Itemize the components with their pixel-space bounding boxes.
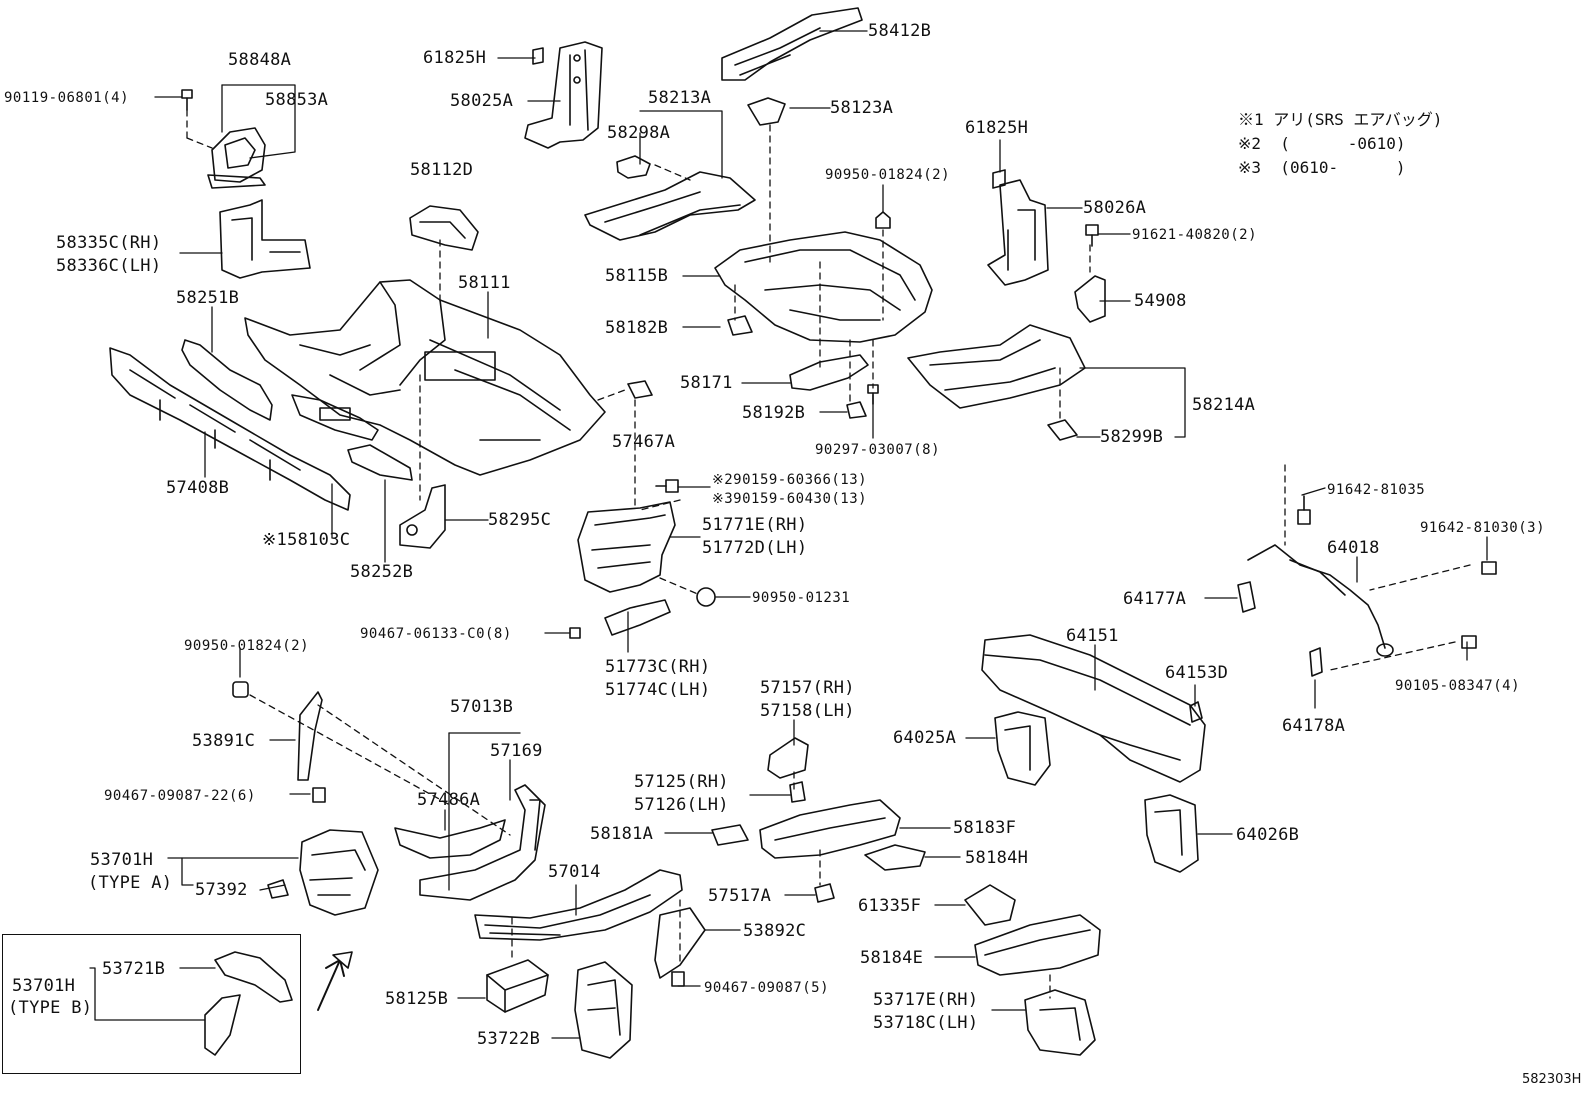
label-58182B: 58182B — [605, 318, 669, 338]
type-b-inset-box — [2, 934, 301, 1074]
dashed-connectors — [186, 109, 1471, 999]
drawing-code: 582303H — [1522, 1072, 1582, 1087]
label-57467A: 57467A — [612, 432, 676, 452]
label-57408B: 57408B — [166, 478, 230, 498]
label-58214A: 58214A — [1192, 395, 1256, 415]
label-58295C: 58295C — [488, 510, 552, 530]
label-91642-81035: 91642-81035 — [1327, 482, 1426, 498]
label-58335C: 58335C(RH) — [56, 233, 162, 253]
label-53892C: 53892C — [743, 921, 807, 941]
label-64178A: 64178A — [1282, 716, 1346, 736]
label-58848A: 58848A — [228, 50, 292, 70]
label-90159-60430: ※390159-60430(13) — [712, 491, 868, 507]
label-57517A: 57517A — [708, 886, 772, 906]
label-58123A: 58123A — [830, 98, 894, 118]
label-91621-40820: 91621-40820(2) — [1132, 227, 1258, 243]
label-53701H-type-a: 53701H — [90, 850, 154, 870]
label-90950-01824-left: 90950-01824(2) — [184, 638, 310, 654]
label-57013B: 57013B — [450, 697, 514, 717]
label-58111: 58111 — [458, 273, 511, 293]
note-1: ※1 アリ(SRS エアバッグ) — [1238, 110, 1443, 129]
note-2: ※2 ( -0610) — [1238, 134, 1406, 153]
label-51771E: 51771E(RH) — [702, 515, 808, 535]
label-58298A: 58298A — [607, 123, 671, 143]
label-58171: 58171 — [680, 373, 733, 393]
label-58115B: 58115B — [605, 266, 669, 286]
label-64018: 64018 — [1327, 538, 1380, 558]
label-58025A: 58025A — [450, 91, 514, 111]
label-61825H-right: 61825H — [965, 118, 1029, 138]
label-53717E: 53717E(RH) — [873, 990, 979, 1010]
label-58192B: 58192B — [742, 403, 806, 423]
label-90105-08347: 90105-08347(4) — [1395, 678, 1521, 694]
label-57158: 57158(LH) — [760, 701, 855, 721]
label-53721B: 53721B — [102, 959, 166, 979]
label-58026A: 58026A — [1083, 198, 1147, 218]
label-53718C: 53718C(LH) — [873, 1013, 979, 1033]
label-57126: 57126(LH) — [634, 795, 729, 815]
parts — [109, 7, 1497, 1059]
label-57169: 57169 — [490, 741, 543, 761]
label-58251B: 58251B — [176, 288, 240, 308]
note-3: ※3 (0610- ) — [1238, 158, 1406, 177]
label-90467-09087-22: 90467-09087-22(6) — [104, 788, 256, 804]
label-61825H: 61825H — [423, 48, 487, 68]
label-51772D: 51772D(LH) — [702, 538, 808, 558]
label-90950-01231: 90950-01231 — [752, 590, 851, 606]
label-58336C: 58336C(LH) — [56, 256, 162, 276]
label-type-b: (TYPE B) — [8, 998, 93, 1018]
label-58412B: 58412B — [868, 21, 932, 41]
label-90467-06133: 90467-06133-C0(8) — [360, 626, 512, 642]
label-58183F: 58183F — [953, 818, 1017, 838]
label-58853A: 58853A — [265, 90, 329, 110]
label-53722B: 53722B — [477, 1029, 541, 1049]
label-57486A: 57486A — [417, 790, 481, 810]
label-51774C: 51774C(LH) — [605, 680, 711, 700]
label-53701H-type-b: 53701H — [12, 976, 76, 996]
label-58125B: 58125B — [385, 989, 449, 1009]
label-53891C: 53891C — [192, 731, 256, 751]
label-58252B: 58252B — [350, 562, 414, 582]
label-51773C: 51773C(RH) — [605, 657, 711, 677]
label-58112D: 58112D — [410, 160, 474, 180]
leader-lines — [89, 30, 1488, 1039]
label-58299B: 58299B — [1100, 427, 1164, 447]
label-64153D: 64153D — [1165, 663, 1229, 683]
label-64026B: 64026B — [1236, 825, 1300, 845]
label-57392: 57392 — [195, 880, 248, 900]
label-91642-81030: 91642-81030(3) — [1420, 520, 1546, 536]
label-58181A: 58181A — [590, 824, 654, 844]
label-57125: 57125(RH) — [634, 772, 729, 792]
label-58184E: 58184E — [860, 948, 924, 968]
label-90467-09087: 90467-09087(5) — [704, 980, 830, 996]
label-type-a: (TYPE A) — [88, 873, 173, 893]
label-58213A: 58213A — [648, 88, 712, 108]
label-64151: 64151 — [1066, 626, 1119, 646]
label-57014: 57014 — [548, 862, 601, 882]
label-58184H: 58184H — [965, 848, 1029, 868]
label-90950-01824-top: 90950-01824(2) — [825, 167, 951, 183]
label-57157: 57157(RH) — [760, 678, 855, 698]
label-54908: 54908 — [1134, 291, 1187, 311]
label-90119-06801: 90119-06801(4) — [4, 90, 130, 106]
label-64025A: 64025A — [893, 728, 957, 748]
label-58103C: ※158103C — [262, 530, 351, 550]
label-90297-03007: 90297-03007(8) — [815, 442, 941, 458]
label-61335F: 61335F — [858, 896, 922, 916]
label-64177A: 64177A — [1123, 589, 1187, 609]
label-90159-60366: ※290159-60366(13) — [712, 472, 868, 488]
